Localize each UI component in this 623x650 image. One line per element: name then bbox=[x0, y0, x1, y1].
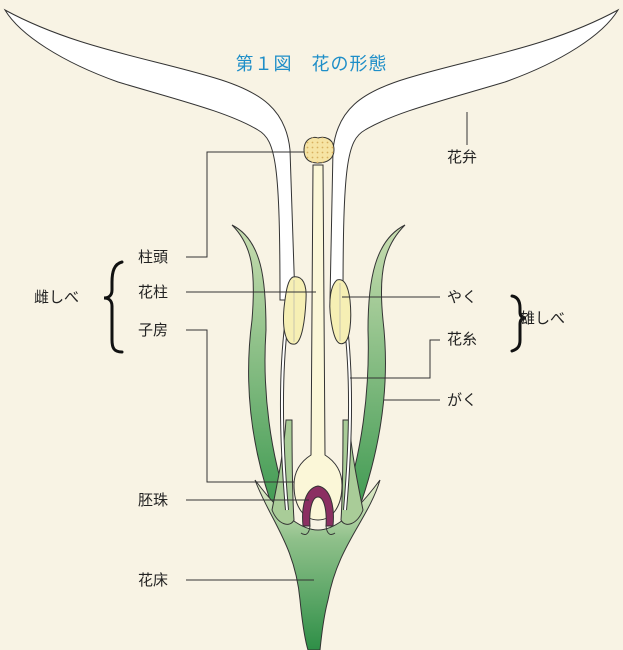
label-ovule: 胚珠 bbox=[138, 491, 168, 509]
label-stigma: 柱頭 bbox=[138, 248, 168, 266]
label-sepal: がく bbox=[447, 391, 477, 409]
label-ovary: 子房 bbox=[138, 321, 168, 339]
label-anther: やく bbox=[447, 288, 477, 306]
label-pistil: 雌しべ bbox=[34, 288, 79, 306]
anther-left bbox=[283, 277, 306, 344]
label-stamen: 雄しべ bbox=[520, 309, 565, 327]
label-petal: 花弁 bbox=[447, 148, 477, 166]
label-style: 花柱 bbox=[138, 283, 168, 301]
label-receptacle: 花床 bbox=[138, 571, 168, 589]
label-filament: 花糸 bbox=[447, 330, 477, 348]
pistil-brace bbox=[104, 262, 122, 352]
